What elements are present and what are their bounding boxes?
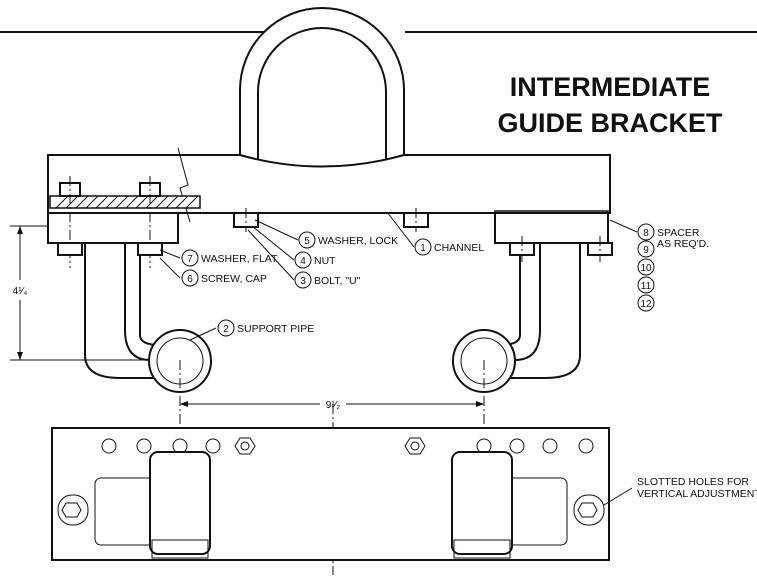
- callout-3-label: BOLT, "U": [314, 275, 361, 287]
- u-bolt-nut-left: [233, 208, 259, 232]
- callout-6-number: 6: [187, 274, 193, 285]
- note-line-1: SLOTTED HOLES FOR: [637, 476, 749, 488]
- callout-11-balloon: [637, 276, 655, 294]
- callout-4-number: 4: [300, 256, 306, 267]
- cap-screw-left-2: [137, 176, 163, 268]
- height-dimension: [10, 225, 150, 361]
- u-bolt-nut-right: [403, 208, 429, 232]
- callout-7-balloon: [181, 249, 199, 267]
- callout-2-balloon: [217, 319, 235, 337]
- callout-2-number: 2: [223, 324, 229, 335]
- callout-12-number: 12: [640, 299, 652, 310]
- callout-leaders: [159, 211, 638, 341]
- callout-3-balloon: [294, 271, 312, 289]
- callout-1-balloon: [414, 238, 432, 256]
- callout-12-balloon: [637, 294, 655, 312]
- callout-1-number: 1: [420, 243, 426, 254]
- callout-8-label: SPACER: [657, 227, 700, 239]
- callout-1-label: CHANNEL: [434, 242, 484, 254]
- callout-6-label: SCREW, CAP: [201, 273, 267, 285]
- right-bracket: [494, 212, 609, 379]
- callout-5-label: WASHER, LOCK: [318, 235, 398, 247]
- callout-7-label: WASHER, FLAT: [201, 253, 278, 265]
- callout-10-number: 10: [640, 263, 652, 274]
- callout-4-balloon: [294, 251, 312, 269]
- cap-screw-right-2: [587, 236, 613, 262]
- u-bolt: [239, 7, 405, 170]
- callout-9-number: 9: [643, 245, 649, 256]
- cap-screw-left-1: [57, 176, 83, 268]
- note-leader: [603, 487, 633, 506]
- callout-8-number: 8: [643, 228, 649, 239]
- callout-9-label: AS REQ'D.: [657, 238, 709, 250]
- callout-10-balloon: [637, 258, 655, 276]
- note-line-2: VERTICAL ADJUSTMENT: [637, 488, 757, 500]
- callout-11-number: 11: [641, 281, 652, 292]
- cap-screw-right-1: [509, 236, 535, 262]
- title-line-2: GUIDE BRACKET: [497, 108, 723, 138]
- width-dimension: [179, 360, 485, 445]
- height-dimension-label: 4¹⁄₄: [13, 286, 28, 297]
- callout-3-number: 3: [300, 276, 306, 287]
- title-line-1: INTERMEDIATE: [510, 72, 711, 102]
- callout-7-number: 7: [187, 254, 193, 265]
- callout-8-balloon: [637, 223, 655, 241]
- callout-2-label: SUPPORT PIPE: [237, 323, 314, 335]
- callout-5-balloon: [298, 231, 316, 249]
- callout-5-number: 5: [304, 236, 310, 247]
- plan-view-plate: [51, 427, 610, 561]
- callout-4-label: NUT: [314, 255, 336, 267]
- callout-6-balloon: [181, 269, 199, 287]
- callout-9-balloon: [637, 240, 655, 258]
- channel: [47, 147, 611, 223]
